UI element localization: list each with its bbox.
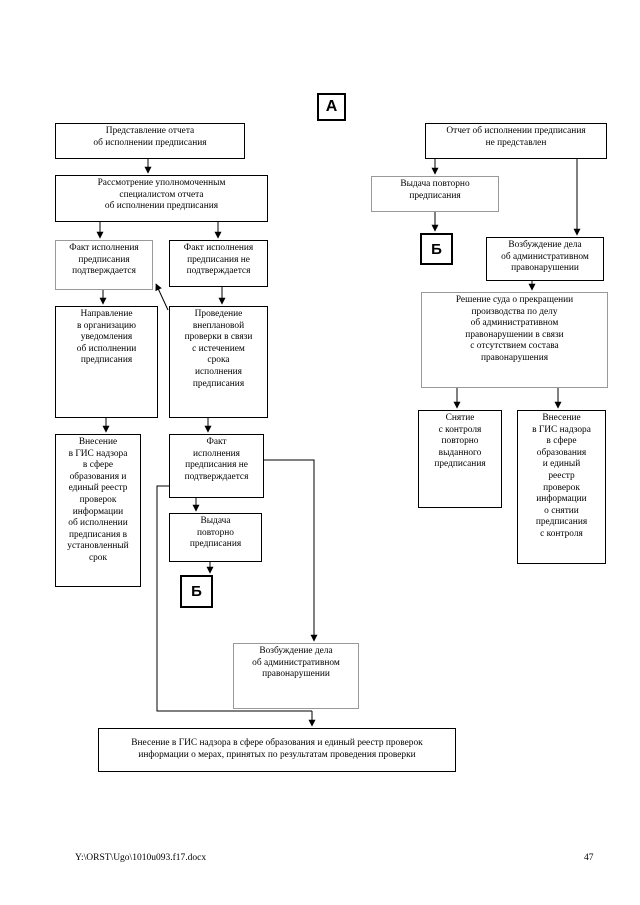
node-gis-right: Внесение в ГИС надзора в сфере образован… xyxy=(517,410,606,564)
node-confirmed: Факт исполнения предписания подтверждает… xyxy=(55,240,153,290)
node-court-decision: Решение суда о прекращении производства … xyxy=(421,292,608,388)
node-gis-bottom: Внесение в ГИС надзора в сфере образован… xyxy=(98,728,456,772)
arrow-check-to-confirmed xyxy=(155,283,169,311)
line-not-confirmed-2-to-bottom xyxy=(156,485,312,712)
node-not-confirmed: Факт исполнения предписания не подтвержд… xyxy=(169,240,268,287)
arrow-not-confirmed-2-to-case xyxy=(264,459,318,642)
node-review: Рассмотрение уполномоченным специалистом… xyxy=(55,175,268,222)
node-unscheduled-check: Проведение внеплановой проверки в связи … xyxy=(169,306,268,418)
node-case-center: Возбуждение дела об административном пра… xyxy=(233,643,359,709)
footer-page-number: 47 xyxy=(584,853,594,863)
node-repeat-order-right: Выдача повторно предписания xyxy=(371,176,499,212)
node-not-confirmed-2: Факт исполнения предписания не подтвержд… xyxy=(169,434,264,498)
node-notice: Направление в организацию уведомления об… xyxy=(55,306,158,418)
node-removal: Снятие с контроля повторно выданного пре… xyxy=(418,410,502,508)
footer-file-path: Y:\ORST\Ugo\1010u093.f17.docx xyxy=(75,853,207,863)
label-a: А xyxy=(317,93,346,121)
node-report-submitted: Представление отчета об исполнении предп… xyxy=(55,123,245,159)
node-report-not-submitted: Отчет об исполнении предписания не предс… xyxy=(425,123,607,159)
node-repeat-order-left: Выдача повторно предписания xyxy=(169,513,262,562)
label-b-left: Б xyxy=(180,575,213,608)
label-b-right: Б xyxy=(420,233,453,265)
node-gis-left: Внесение в ГИС надзора в сфере образован… xyxy=(55,434,141,587)
node-case-right: Возбуждение дела об административном пра… xyxy=(486,237,604,281)
